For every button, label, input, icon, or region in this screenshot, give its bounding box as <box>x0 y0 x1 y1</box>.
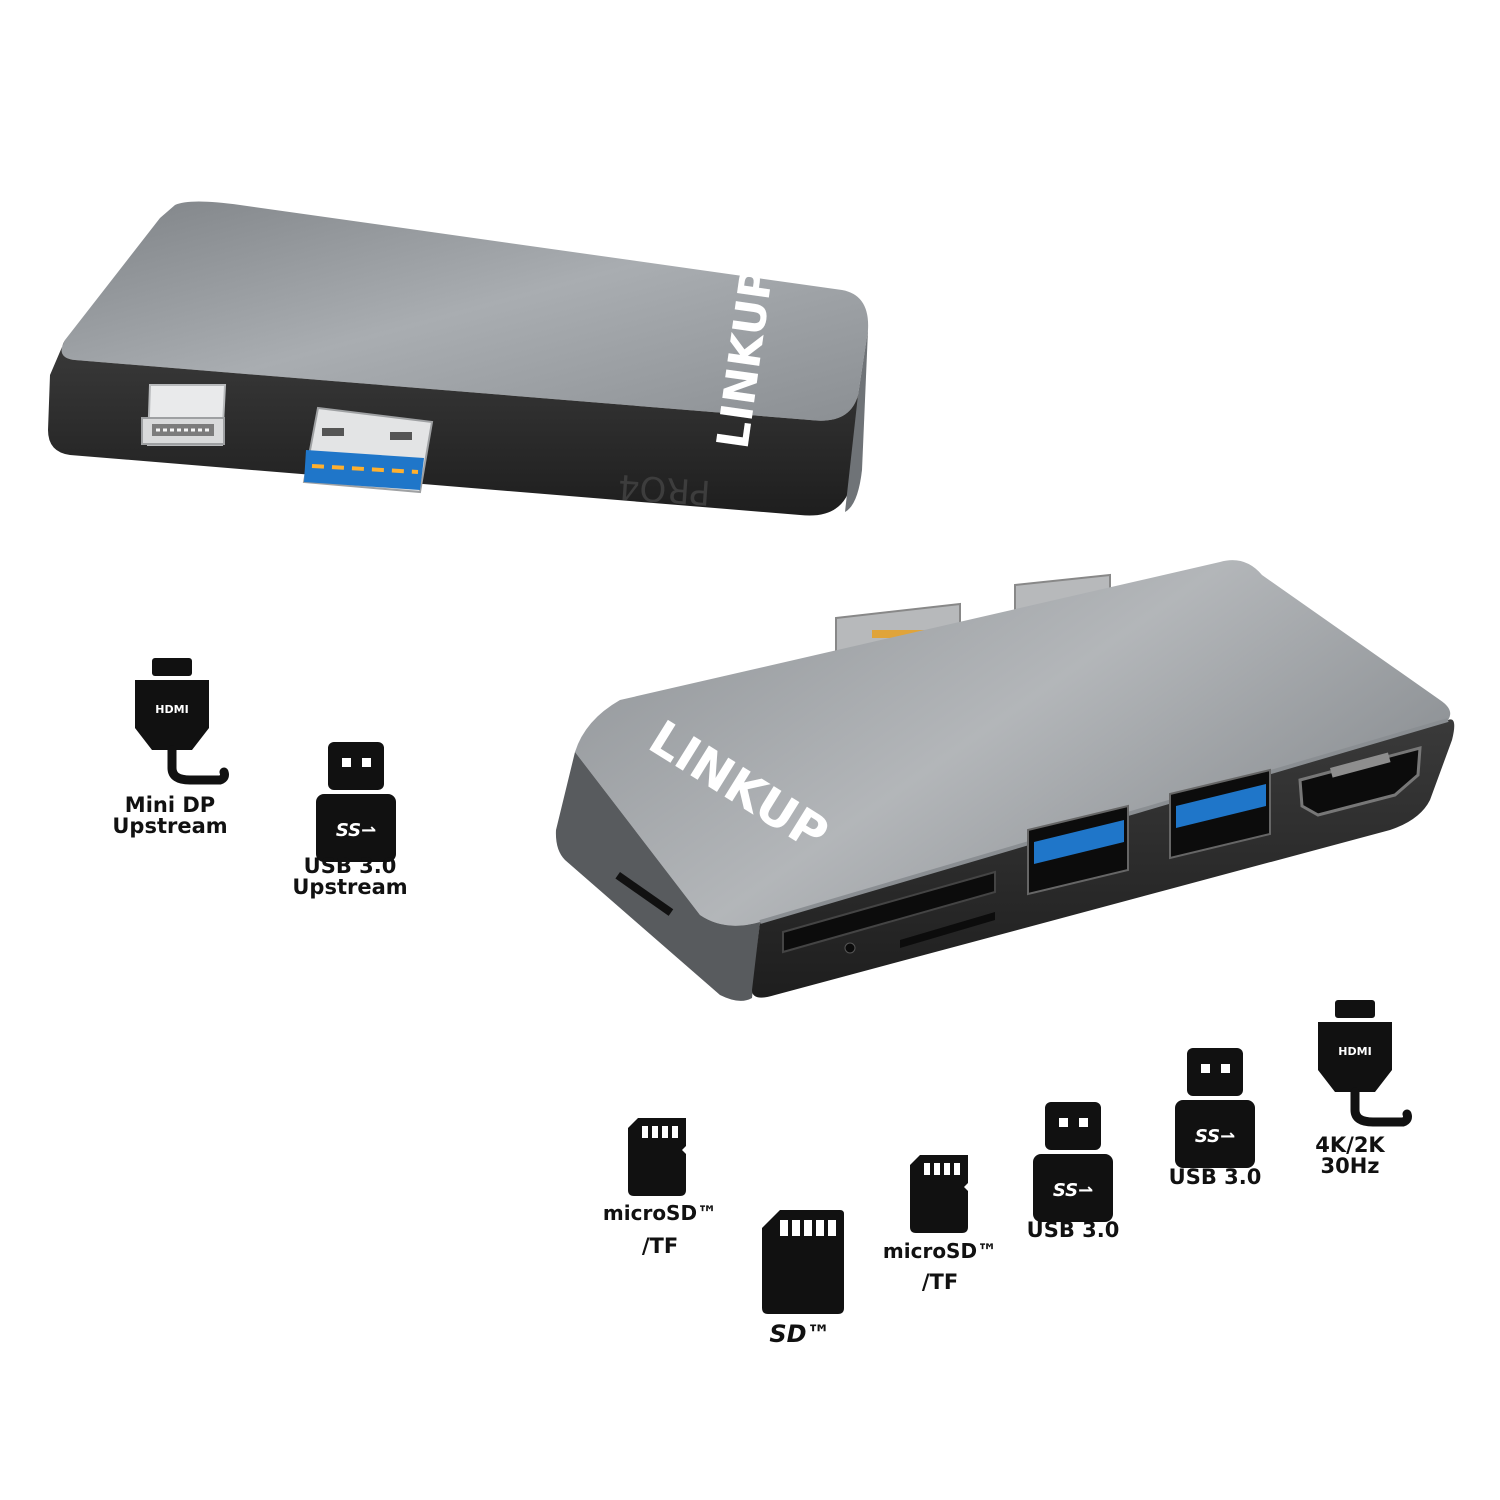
sd-card-icon <box>762 1210 844 1314</box>
hub-left-face <box>555 752 760 1001</box>
hdmi-plug-icon: HDMI <box>135 658 229 785</box>
microsd-logo: microSD™ <box>883 1239 997 1263</box>
sd-slot <box>782 870 996 954</box>
label-line: /TF <box>641 1234 679 1258</box>
label-usb-1: USB 3.0 <box>1013 1220 1133 1241</box>
connector-lines <box>170 450 1357 1200</box>
microsd-card-icon <box>628 1118 686 1196</box>
microsd-logo: microSD™ <box>603 1201 717 1225</box>
svg-text:HDMI: HDMI <box>155 703 188 716</box>
status-led <box>844 942 856 954</box>
hub-device-top: LINKUP PRO4 <box>48 201 869 516</box>
svg-text:SS⇀: SS⇀ <box>1195 1126 1235 1147</box>
hub-device-bottom: LINKUP <box>555 560 1455 1001</box>
label-line: USB 3.0 <box>1168 1165 1262 1189</box>
label-line: 4K/2K <box>1315 1133 1385 1157</box>
label-line: /TF <box>921 1270 959 1294</box>
usb-a-plug <box>302 406 434 494</box>
hub-top-surface <box>61 201 869 421</box>
label-microsd-2: /TF <box>900 1272 980 1293</box>
model-engraving: PRO4 <box>617 466 712 512</box>
usb-port-2 <box>1169 768 1271 860</box>
usb-ss-icon: SS⇀ <box>1175 1048 1255 1168</box>
usb-port-1 <box>1027 804 1129 896</box>
label-hdmi-4k: 4K/2K 30Hz <box>1290 1135 1410 1177</box>
microsd-slot <box>900 912 995 948</box>
label-mini-dp-upstream: Mini DP Upstream <box>100 795 240 837</box>
microsd-card-icon <box>910 1155 968 1233</box>
label-line: USB 3.0 <box>303 854 397 878</box>
hub-side-face <box>48 340 858 516</box>
label-usb-upstream: USB 3.0 Upstream <box>280 856 420 898</box>
label-line: USB 3.0 <box>1026 1218 1120 1242</box>
sd-logo: SD™ <box>769 1320 830 1348</box>
label-microsd-1: /TF <box>620 1236 700 1257</box>
label-line: Upstream <box>112 814 228 838</box>
usb-ss-icon: SS⇀ <box>1033 1102 1113 1222</box>
usb-ss-icon: SS⇀ <box>316 742 396 862</box>
label-usb-2: USB 3.0 <box>1155 1167 1275 1188</box>
hdmi-port <box>1298 746 1422 817</box>
label-line: Mini DP <box>124 793 216 817</box>
mini-dp-plug <box>141 384 227 446</box>
hdmi-plug-icon: HDMI <box>1318 1000 1412 1127</box>
label-line: 30Hz <box>1320 1154 1380 1178</box>
hub-top-surface <box>575 560 1451 926</box>
hub-right-edge <box>845 330 868 512</box>
svg-text:HDMI: HDMI <box>1338 1045 1371 1058</box>
svg-text:SS⇀: SS⇀ <box>336 820 376 841</box>
svg-text:SS⇀: SS⇀ <box>1053 1180 1093 1201</box>
label-line: Upstream <box>292 875 408 899</box>
